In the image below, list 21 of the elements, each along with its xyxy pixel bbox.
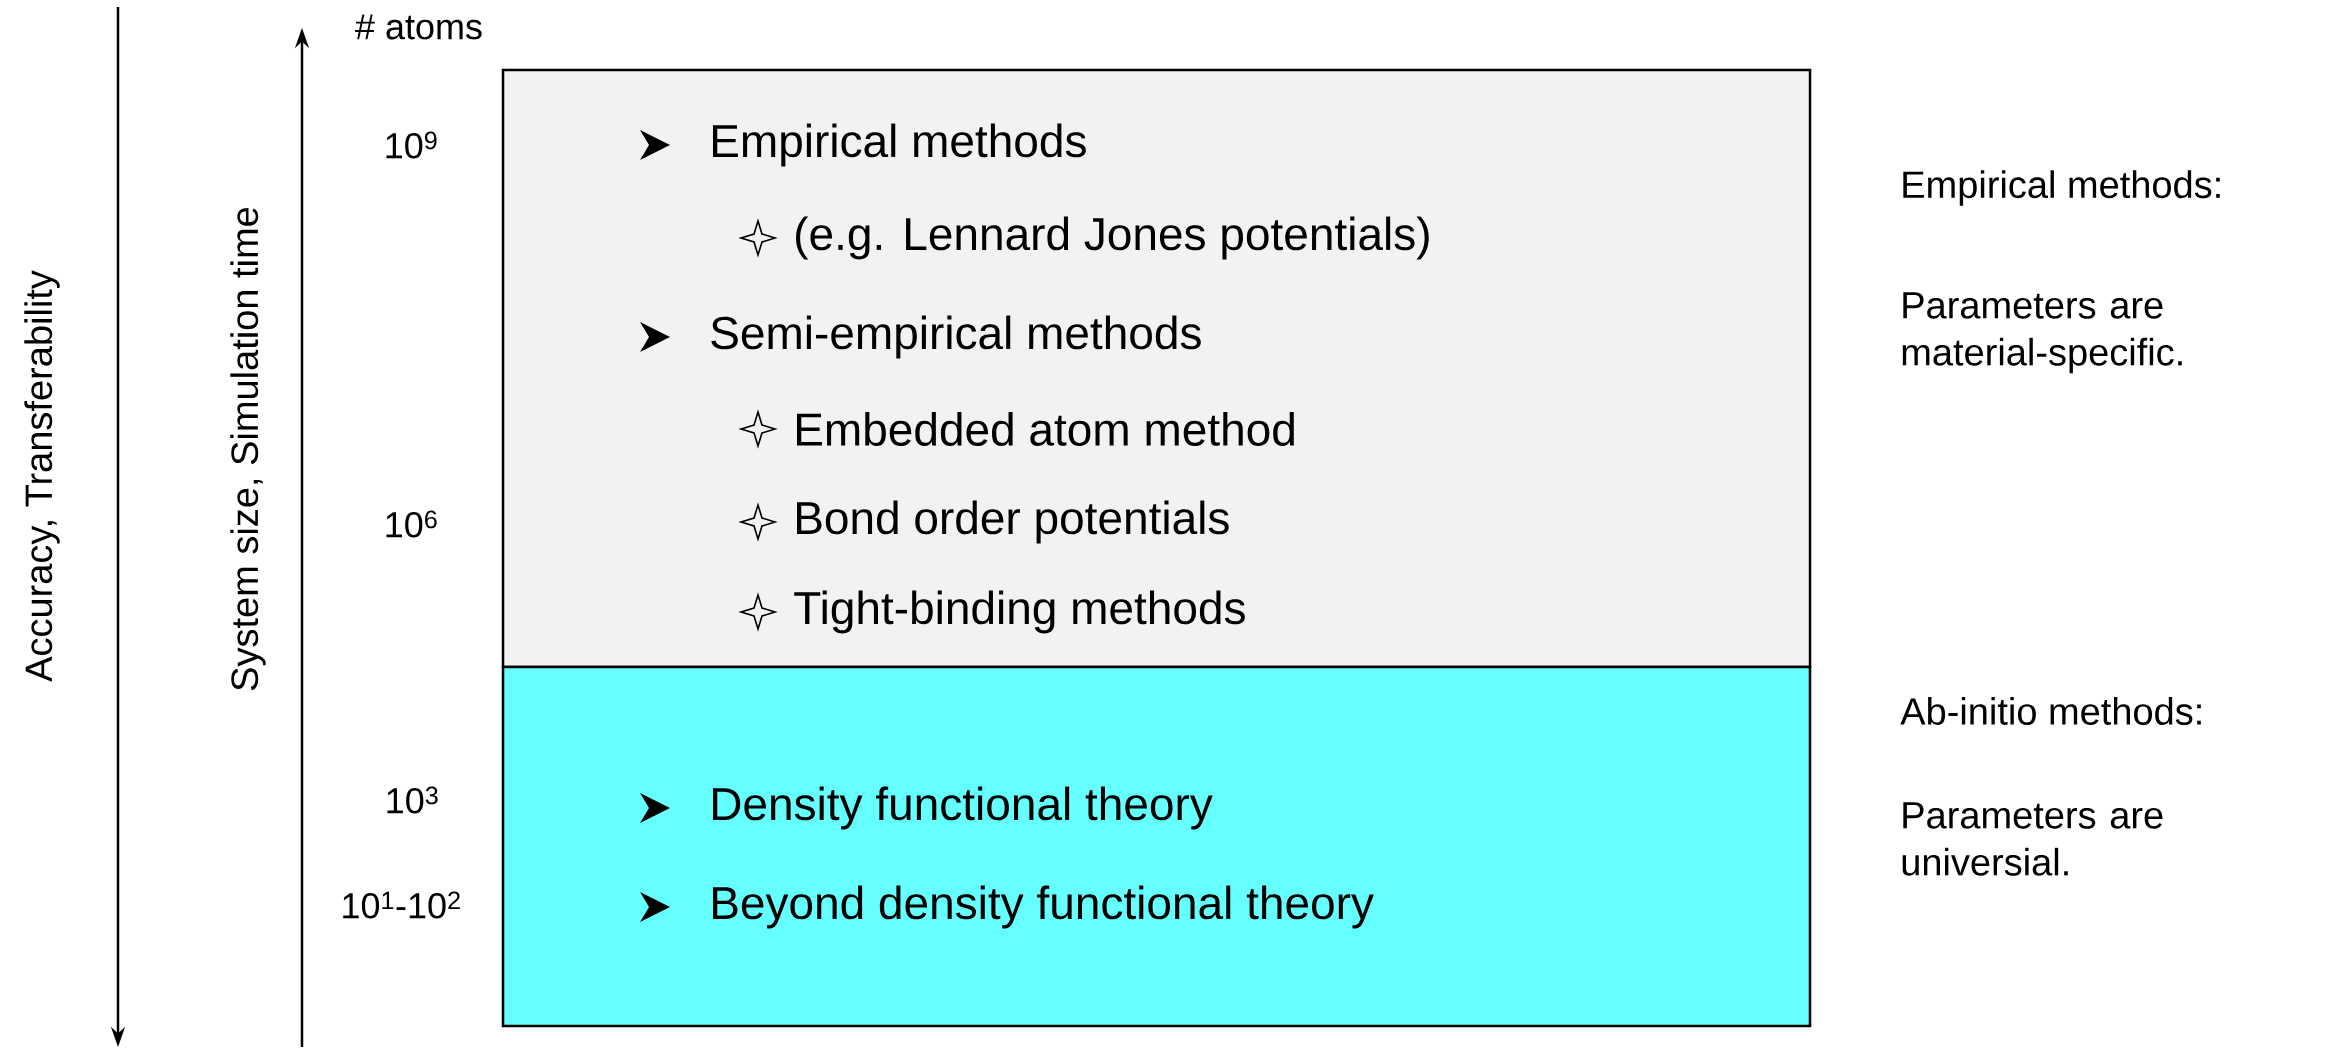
tick-label: # atoms <box>355 14 482 40</box>
list-item: Empirical methods <box>713 123 1086 167</box>
method-box <box>501 68 1812 669</box>
tick-label: 10$^{1}$-10$^{2}$ <box>343 891 460 919</box>
tick-label: 10$^{6}$ <box>386 510 437 538</box>
list-item: Semi-empirical methods <box>711 315 1201 359</box>
axis-label: Accuracy, Transferability <box>24 270 60 682</box>
note-text: Parameters are material-specific. <box>1902 292 2182 374</box>
list-item: Bond order potentials <box>797 500 1229 544</box>
note-text: Empirical methods: <box>1903 170 2220 206</box>
list-item: Density functional theory <box>713 786 1213 830</box>
axis-label: System size, Simulation time <box>230 207 266 691</box>
note-text: Ab-initio methods: <box>1900 697 2201 725</box>
list-item: Tight-binding methods <box>794 590 1245 634</box>
list-item: Beyond density functional theory <box>713 885 1374 929</box>
list-item: (e.g. Lennard Jones potentials) <box>796 216 1429 260</box>
note-text: Parameters are universial. <box>1902 802 2163 876</box>
list-item: Embedded atom method <box>797 412 1294 446</box>
tick-label: 10$^{9}$ <box>386 131 437 159</box>
method-box <box>501 665 1812 1028</box>
tick-label: 10$^{3}$ <box>387 786 438 814</box>
